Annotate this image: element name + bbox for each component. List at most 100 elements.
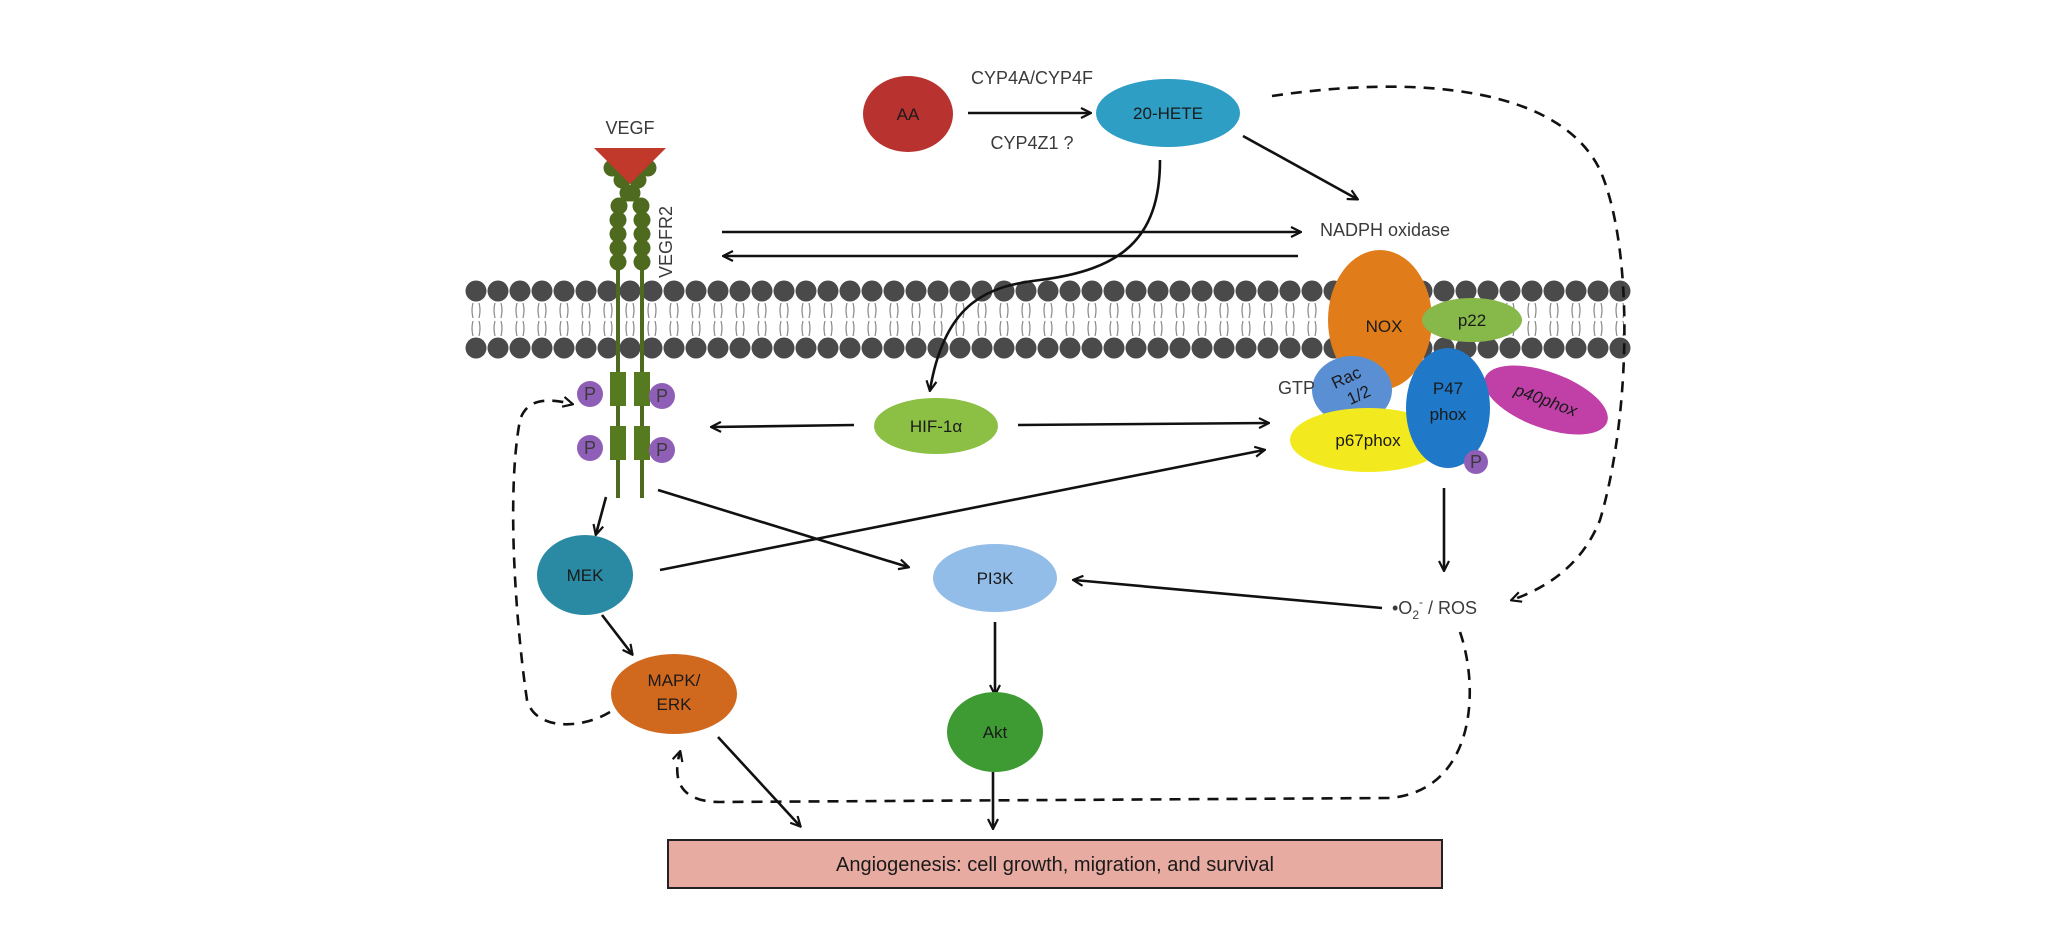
lipid-tail bbox=[1065, 320, 1068, 337]
lipid-tail bbox=[1204, 302, 1207, 319]
lipid-tail bbox=[1600, 320, 1603, 337]
receptor-domain bbox=[609, 239, 627, 257]
lipid-tail bbox=[779, 302, 782, 319]
svg-text:AA: AA bbox=[897, 105, 920, 124]
lipid-head bbox=[795, 337, 817, 359]
lipid-tail bbox=[1226, 302, 1229, 319]
lipid-tail bbox=[955, 302, 958, 319]
arrow-mapk-to-outcome bbox=[717, 736, 800, 826]
arrow-mek-to-mapk bbox=[600, 614, 632, 654]
lipid-tail bbox=[1043, 320, 1046, 337]
lipid-head bbox=[861, 337, 883, 359]
lipid-head bbox=[1587, 280, 1609, 302]
lipid-head bbox=[927, 280, 949, 302]
lipid-head bbox=[707, 280, 729, 302]
lipid-head bbox=[575, 280, 597, 302]
lipid-head bbox=[1543, 280, 1565, 302]
svg-text:NOX: NOX bbox=[1366, 317, 1403, 336]
lipid-tail bbox=[1182, 302, 1185, 319]
lipid-tail bbox=[1028, 320, 1031, 337]
lipid-head bbox=[729, 337, 751, 359]
lipid-tail bbox=[1556, 302, 1559, 319]
lipid-tail bbox=[933, 302, 936, 319]
arrow-hif-to-nox-complex bbox=[1017, 423, 1268, 425]
lipid-tail bbox=[515, 320, 518, 337]
lipid-tail bbox=[867, 302, 870, 319]
lipid-head bbox=[1433, 280, 1455, 302]
lipid-tail bbox=[581, 320, 584, 337]
svg-text:20-HETE: 20-HETE bbox=[1133, 104, 1203, 123]
lipid-tail bbox=[823, 302, 826, 319]
lipid-tail bbox=[647, 302, 650, 319]
svg-text:MEK: MEK bbox=[567, 566, 605, 585]
lipid-head bbox=[1279, 337, 1301, 359]
lipid-tail bbox=[896, 302, 899, 319]
lipid-tail bbox=[1021, 302, 1024, 319]
lipid-tail bbox=[1270, 302, 1273, 319]
receptor-domain bbox=[609, 211, 627, 229]
lipid-head bbox=[553, 337, 575, 359]
lipid-tail bbox=[1219, 320, 1222, 337]
lipid-tail bbox=[867, 320, 870, 337]
lipid-tail bbox=[845, 302, 848, 319]
lipid-head bbox=[971, 280, 993, 302]
lipid-tail bbox=[1087, 320, 1090, 337]
kinase-domain bbox=[634, 372, 650, 406]
lipid-tail bbox=[940, 302, 943, 319]
lipid-head bbox=[1477, 337, 1499, 359]
lipid-tail bbox=[757, 302, 760, 319]
lipid-tail bbox=[1065, 302, 1068, 319]
receptor-domain bbox=[632, 197, 650, 215]
lipid-head bbox=[707, 337, 729, 359]
lipid-head bbox=[1477, 280, 1499, 302]
lipid-head bbox=[685, 280, 707, 302]
lipid-tail bbox=[764, 302, 767, 319]
lipid-head bbox=[465, 337, 487, 359]
lipid-head bbox=[663, 280, 685, 302]
lipid-tail bbox=[1571, 302, 1574, 319]
lipid-tail bbox=[1285, 320, 1288, 337]
lipid-head bbox=[949, 337, 971, 359]
lipid-tail bbox=[1534, 320, 1537, 337]
lipid-tail bbox=[786, 320, 789, 337]
lipid-head bbox=[1191, 280, 1213, 302]
lipid-head bbox=[1169, 280, 1191, 302]
lipid-head bbox=[1499, 280, 1521, 302]
receptor-domain bbox=[610, 197, 628, 215]
lipid-head bbox=[861, 280, 883, 302]
lipid-tail bbox=[1292, 320, 1295, 337]
lipid-tail bbox=[1314, 302, 1317, 319]
lipid-tail bbox=[625, 320, 628, 337]
lipid-tail bbox=[845, 320, 848, 337]
lipid-tail bbox=[515, 302, 518, 319]
lipid-tail bbox=[720, 302, 723, 319]
lipid-tail bbox=[1109, 302, 1112, 319]
lipid-tail bbox=[801, 320, 804, 337]
lipid-head bbox=[1235, 337, 1257, 359]
lipid-tail bbox=[852, 320, 855, 337]
lipid-tail bbox=[669, 320, 672, 337]
lipid-tail bbox=[1006, 302, 1009, 319]
lipid-tail bbox=[852, 302, 855, 319]
lipid-tail bbox=[537, 302, 540, 319]
lipid-tail bbox=[1241, 320, 1244, 337]
lipid-tail bbox=[1094, 320, 1097, 337]
lipid-head bbox=[883, 280, 905, 302]
lipid-head bbox=[1301, 337, 1323, 359]
lipid-head bbox=[1455, 280, 1477, 302]
lipid-tail bbox=[940, 320, 943, 337]
lipid-tail bbox=[1072, 302, 1075, 319]
phospho-group: P bbox=[577, 381, 603, 407]
lipid-tail bbox=[632, 320, 635, 337]
lipid-tail bbox=[1094, 302, 1097, 319]
lipid-tail bbox=[830, 302, 833, 319]
lipid-tail bbox=[1175, 302, 1178, 319]
lipid-tail bbox=[1549, 302, 1552, 319]
lipid-tail bbox=[1578, 320, 1581, 337]
lipid-tail bbox=[1160, 320, 1163, 337]
lipid-head bbox=[1103, 280, 1125, 302]
lipid-head bbox=[1213, 280, 1235, 302]
lipid-tail bbox=[1270, 320, 1273, 337]
lipid-tail bbox=[566, 302, 569, 319]
lipid-tail bbox=[698, 320, 701, 337]
